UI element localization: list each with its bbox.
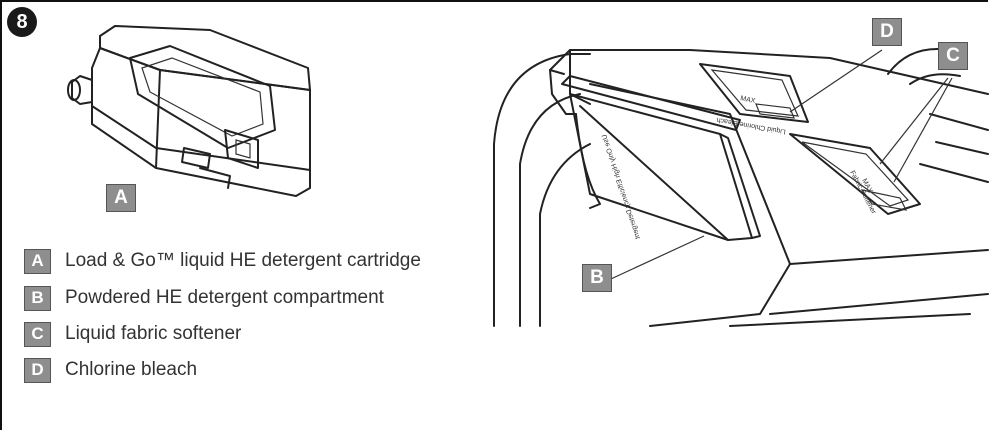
legend-text-b: Powdered HE detergent compartment: [65, 287, 384, 308]
callout-c-softener: C: [938, 42, 968, 70]
callout-d-bleach: D: [872, 18, 902, 46]
he-detergent-strip-label: Use Only High Efficiency Detergent: [601, 133, 642, 239]
legend-key-b: B: [24, 285, 51, 311]
legend-item-b: B Powdered HE detergent compartment: [24, 285, 384, 311]
bleach-max-marking: MAX: [740, 95, 757, 105]
legend-key-c: C: [24, 321, 51, 347]
legend-text-c: Liquid fabric softener: [65, 323, 242, 344]
legend-key-a: A: [24, 248, 51, 274]
legend-text-a: Load & Go™ liquid HE detergent cartridge: [65, 250, 421, 271]
legend-item-d: D Chlorine bleach: [24, 357, 197, 383]
callout-b-powder: B: [582, 264, 612, 292]
legend-text-d: Chlorine bleach: [65, 359, 198, 380]
callout-a-cartridge: A: [106, 184, 136, 212]
legend-key-d: D: [24, 357, 51, 383]
dispenser-drawer-drawing: Use Only High Efficiency Detergent MAX L…: [493, 48, 989, 327]
legend-item-c: C Liquid fabric softener: [24, 321, 241, 347]
step-number-badge: 8: [7, 7, 37, 37]
detergent-cartridge-drawing: [67, 25, 311, 197]
legend-item-a: A Load & Go™ liquid HE detergent cartrid…: [24, 248, 421, 274]
